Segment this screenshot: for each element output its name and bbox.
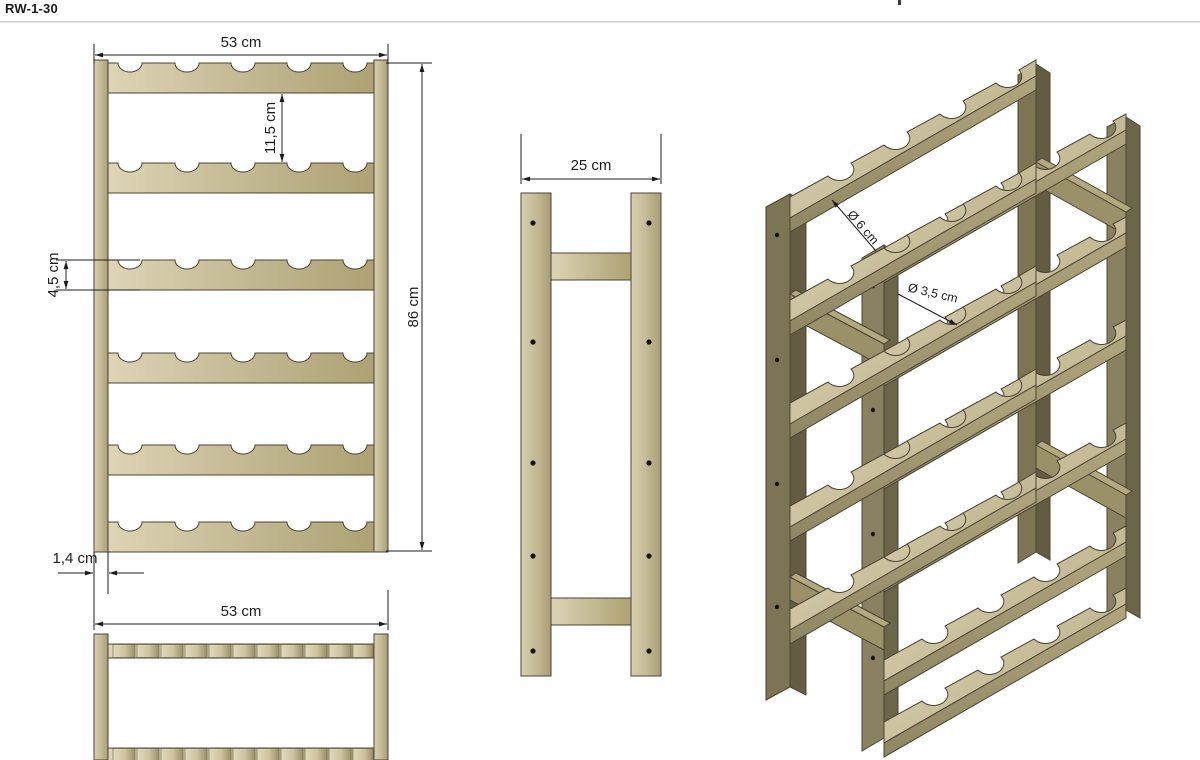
top-plan-view: 53 cm: [93, 590, 389, 760]
side-elevation-view: 25 cm: [520, 134, 662, 677]
side-screw-dots: [530, 220, 652, 654]
dimension-top-width: 53 cm: [93, 590, 389, 630]
top-right-rail: [373, 633, 389, 760]
front-right-post: [373, 59, 389, 553]
page-title: RW-1-30: [5, 1, 58, 16]
front-elevation-view: 53 cm 86 cm 11,5 cm 4,5 cm: [45, 34, 432, 594]
iso-shelf-level-5: [789, 471, 1127, 696]
front-shelf-3: [107, 259, 375, 291]
dimension-label-front-height: 86 cm: [405, 287, 422, 328]
side-inner-opening: [550, 279, 632, 599]
front-shelf-5: [107, 444, 375, 476]
front-shelf-4: [107, 352, 375, 384]
header-divider: [0, 21, 1200, 23]
front-shelf-2: [107, 162, 375, 194]
top-left-rail: [93, 633, 109, 760]
document-header: RW-1-30: [0, 0, 1200, 23]
dimension-side-depth: 25 cm: [520, 134, 662, 184]
dimension-label-front-width: 53 cm: [221, 34, 262, 51]
front-shelf-1: [107, 62, 375, 94]
side-left-post: [520, 192, 552, 677]
dimension-label-post-thickness: 1,4 cm: [52, 550, 97, 567]
front-shelf-6: [107, 521, 375, 553]
side-lower-rail: [550, 597, 632, 626]
dimension-shelf-thickness: 4,5 cm: [45, 252, 140, 298]
page-break-tick-icon: [898, 0, 901, 5]
annotation-label-neck-notch-diameter: Ø 3,5 cm: [907, 281, 960, 306]
dimension-label-top-width: 53 cm: [221, 603, 262, 620]
side-upper-rail: [550, 252, 632, 281]
dimension-label-shelf-gap: 11,5 cm: [262, 102, 279, 154]
dimension-front-width: 53 cm: [93, 34, 389, 64]
annotation-label-bottle-notch-diameter: Ø 6 cm: [845, 208, 882, 248]
dimension-shelf-gap: 11,5 cm: [262, 94, 285, 162]
isometric-3d-view: Ø 6 cm Ø 3,5 cm: [765, 59, 1141, 758]
top-front-slat-row: [107, 643, 375, 659]
dimension-label-side-depth: 25 cm: [571, 157, 612, 174]
side-right-post: [630, 192, 662, 677]
dimension-post-thickness: 1,4 cm: [52, 550, 144, 594]
drawing-canvas: 53 cm 86 cm 11,5 cm 4,5 cm: [0, 22, 1200, 760]
dimension-front-height: 86 cm: [386, 62, 432, 552]
technical-drawing-svg: 53 cm 86 cm 11,5 cm 4,5 cm: [45, 34, 1141, 760]
annotation-bottle-notch-diameter: Ø 6 cm: [831, 199, 882, 252]
dimension-label-shelf-thickness: 4,5 cm: [45, 252, 62, 297]
iso-shelf-level-6: [883, 587, 1127, 758]
top-back-slat-row: [107, 747, 375, 760]
front-left-post: [93, 59, 109, 553]
